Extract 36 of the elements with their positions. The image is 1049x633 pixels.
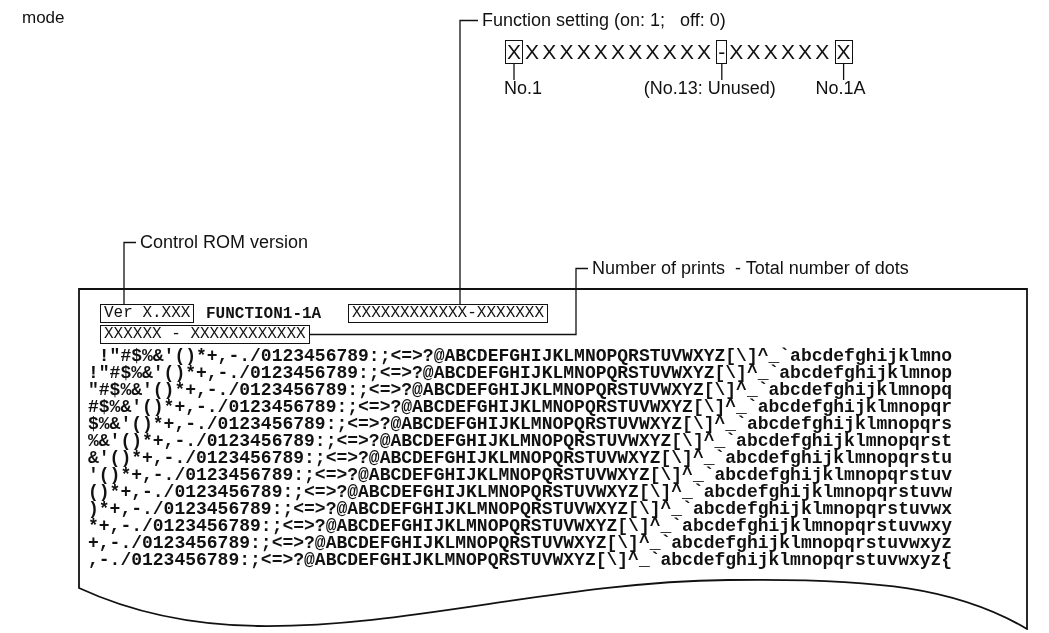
- printed-line: *+,-./0123456789:;<=>?@ABCDEFGHIJKLMNOPQRSTUVWXYZ[\]^_`abcdefghijklmnopqrstuvwxy: [88, 518, 953, 535]
- printed-line: '()*+,-./0123456789:;<=>?@ABCDEFGHIJKLMNOPQRSTUVWXYZ[\]^_`abcdefghijklmnopqrstuv: [88, 467, 953, 484]
- callout-label: Control ROM version: [140, 232, 309, 253]
- callout-label: Function setting (on: 1; off: 0): [482, 10, 726, 31]
- printed-line: )*+,-./0123456789:;<=>?@ABCDEFGHIJKLMNOPQRSTUVWXYZ[\]^_`abcdefghijklmnopqrstuvwx: [88, 501, 953, 518]
- callout-label: No.1A: [815, 78, 866, 99]
- boxed-field: XXXXXXXXXXXX-XXXXXXX: [348, 304, 549, 323]
- printed-line: #$%&'()*+,-./0123456789:;<=>?@ABCDEFGHIJKLMNOPQRSTUVWXYZ[\]^_`abcdefghijklmnopqr: [88, 399, 953, 416]
- printed-line: ()*+,-./0123456789:;<=>?@ABCDEFGHIJKLMNOPQRSTUVWXYZ[\]^_`abcdefghijklmnopqrstuvw: [88, 484, 953, 501]
- boxed-character: -: [716, 40, 728, 64]
- boxed-field: Ver X.XXX: [100, 304, 195, 323]
- boxed-field: XXXXXX - XXXXXXXXXXXX: [100, 325, 310, 344]
- leader-line: [308, 267, 589, 336]
- callout-label: (No.13: Unused): [643, 78, 776, 99]
- leader-line: [721, 63, 723, 81]
- printed-line: $%&'()*+,-./0123456789:;<=>?@ABCDEFGHIJKLMNOPQRSTUVWXYZ[\]^_`abcdefghijklmnopqrs: [88, 416, 953, 433]
- leader-line: [459, 19, 479, 305]
- printout-sheet: [78, 288, 1028, 630]
- leader-line: [513, 63, 515, 81]
- printed-line: !"#$%&'()*+,-./0123456789:;<=>?@ABCDEFGHIJKLMNOPQRSTUVWXYZ[\]^_`abcdefghijklmnop: [88, 365, 953, 382]
- printed-line: !"#$%&'()*+,-./0123456789:;<=>?@ABCDEFGHIJKLMNOPQRSTUVWXYZ[\]^_`abcdefghijklmno: [98, 348, 953, 365]
- boxed-character: X: [834, 40, 853, 64]
- callout-label: No.1: [504, 78, 543, 99]
- leader-line: [842, 63, 845, 81]
- title: mode: [22, 8, 65, 28]
- boxed-character: X: [505, 40, 523, 64]
- printed-line: ,-./0123456789:;<=>?@ABCDEFGHIJKLMNOPQRSTUVWXYZ[\]^_`abcdefghijklmnopqrstuvwxyz{: [88, 552, 953, 569]
- printed-text: FUNCTION1-1A: [206, 306, 322, 323]
- character-string: XXXXXXXXXXX: [524, 40, 716, 64]
- printed-line: %&'()*+,-./0123456789:;<=>?@ABCDEFGHIJKLMNOPQRSTUVWXYZ[\]^_`abcdefghijklmnopqrst: [88, 433, 953, 450]
- character-string: XXXXXX: [728, 40, 834, 64]
- printed-line: "#$%&'()*+,-./0123456789:;<=>?@ABCDEFGHIJKLMNOPQRSTUVWXYZ[\]^_`abcdefghijklmnopq: [88, 382, 953, 399]
- printed-line: &'()*+,-./0123456789:;<=>?@ABCDEFGHIJKLMNOPQRSTUVWXYZ[\]^_`abcdefghijklmnopqrstu: [88, 450, 953, 467]
- printed-line: +,-./0123456789:;<=>?@ABCDEFGHIJKLMNOPQRSTUVWXYZ[\]^_`abcdefghijklmnopqrstuvwxyz: [88, 535, 953, 552]
- leader-line: [123, 241, 137, 305]
- callout-label: Number of prints - Total number of dots: [592, 258, 909, 279]
